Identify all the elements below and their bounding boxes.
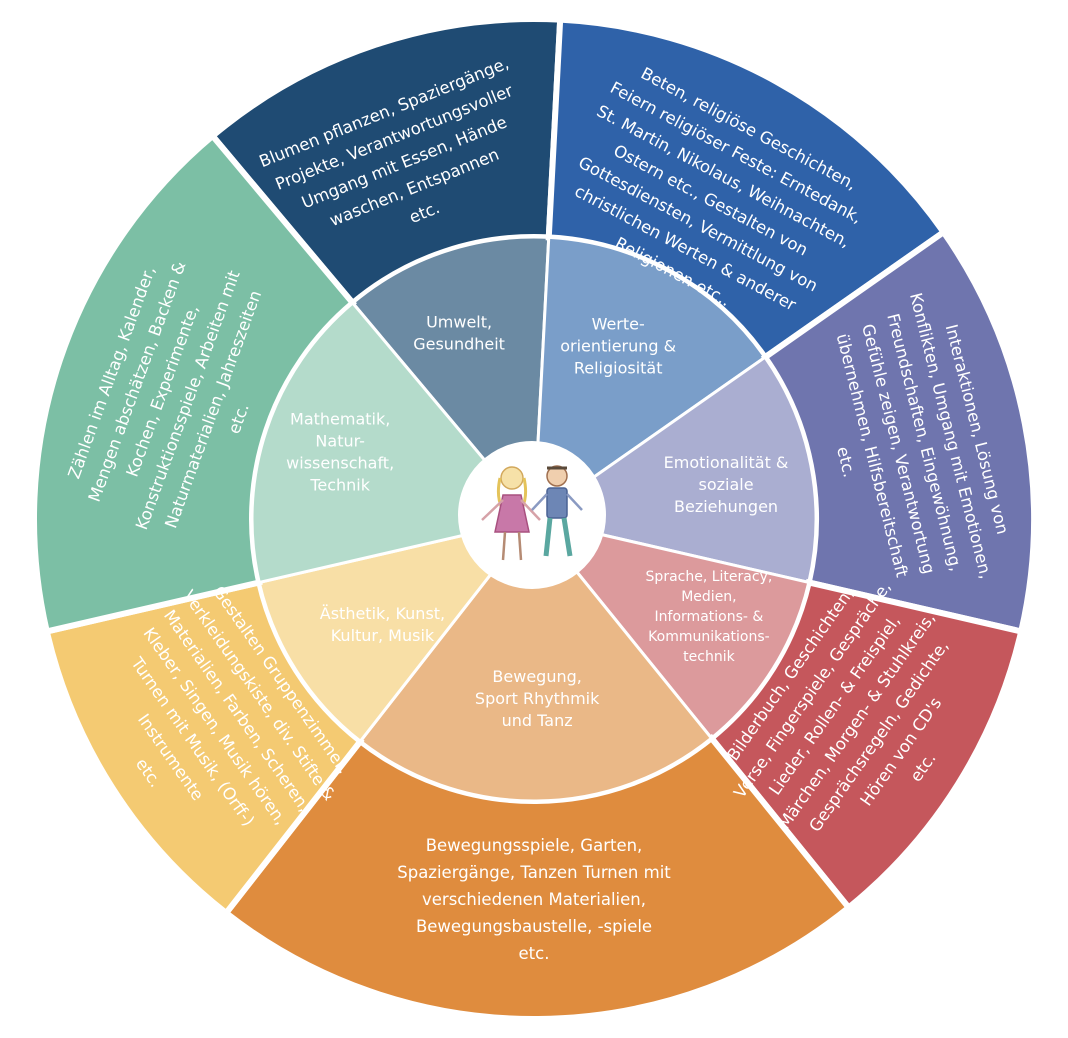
inner-title-line: Werte- [592,314,645,333]
outer-text-line: Spaziergänge, Tanzen Turnen mit [397,863,671,882]
segments-layer [31,16,1037,1022]
inner-title-werte: Werte-orientierung & Religiosität [560,314,676,377]
inner-title-line: Mathematik, [290,409,390,428]
inner-title-umwelt: Umwelt, Gesundheit [413,313,505,354]
inner-title-line: Technik [309,475,370,494]
inner-title-line: Umwelt, [426,313,492,332]
inner-title-line: Ästhetik, Kunst, [320,604,445,623]
outer-text-line: Bewegungsspiele, Garten, [426,836,643,855]
inner-title-line: Gesundheit [413,335,505,354]
inner-segment-werte [532,235,768,522]
inner-title-line: und Tanz [502,711,573,730]
inner-segment-aesthetik [257,516,538,744]
inner-title-line: Beziehungen [674,497,778,516]
inner-title-line: Sport Rhythmik [475,689,600,708]
inner-title-line: Sprache, Literacy, [646,569,773,585]
inner-title-bewegung: Bewegung, Sport Rhythmik und Tanz [475,667,600,730]
inner-title-line: Natur- [315,431,365,450]
inner-title-line: orientierung & [560,336,676,355]
inner-title-sprache: Sprache, Literacy, Medien, Informations- &… [646,569,773,665]
inner-title-line: soziale [699,475,754,494]
outer-text-line: verschiedenen Materialien, [422,890,646,909]
inner-title-line: wissenschaft, [286,453,394,472]
outer-text-line: Bewegungsbaustelle, -spiele [416,917,652,936]
children-drawing [481,465,583,561]
outer-text-line: etc. [519,944,550,963]
inner-title-line: Emotionalität & [664,453,789,472]
outer-text-bewegung: Bewegungsspiele, Garten, Spaziergänge, Ta… [397,836,671,963]
inner-title-line: Kultur, Musik [331,626,435,645]
inner-title-line: Kommunikations- [648,629,770,645]
inner-title-line: Medien, [681,589,736,605]
inner-segment-bewegung [358,516,714,803]
inner-title-aesthetik: Ästhetik, Kunst, Kultur, Musik [320,604,445,645]
inner-title-line: Bewegung, [492,667,581,686]
inner-segment-sprache [530,516,811,741]
inner-title-line: Religiosität [574,358,663,377]
inner-title-mathematik: Mathematik, Natur-wissenschaft, Technik [286,409,394,494]
inner-title-line: Informations- & [655,609,764,625]
inner-title-line: technik [683,649,735,665]
center-emblem [458,441,606,589]
